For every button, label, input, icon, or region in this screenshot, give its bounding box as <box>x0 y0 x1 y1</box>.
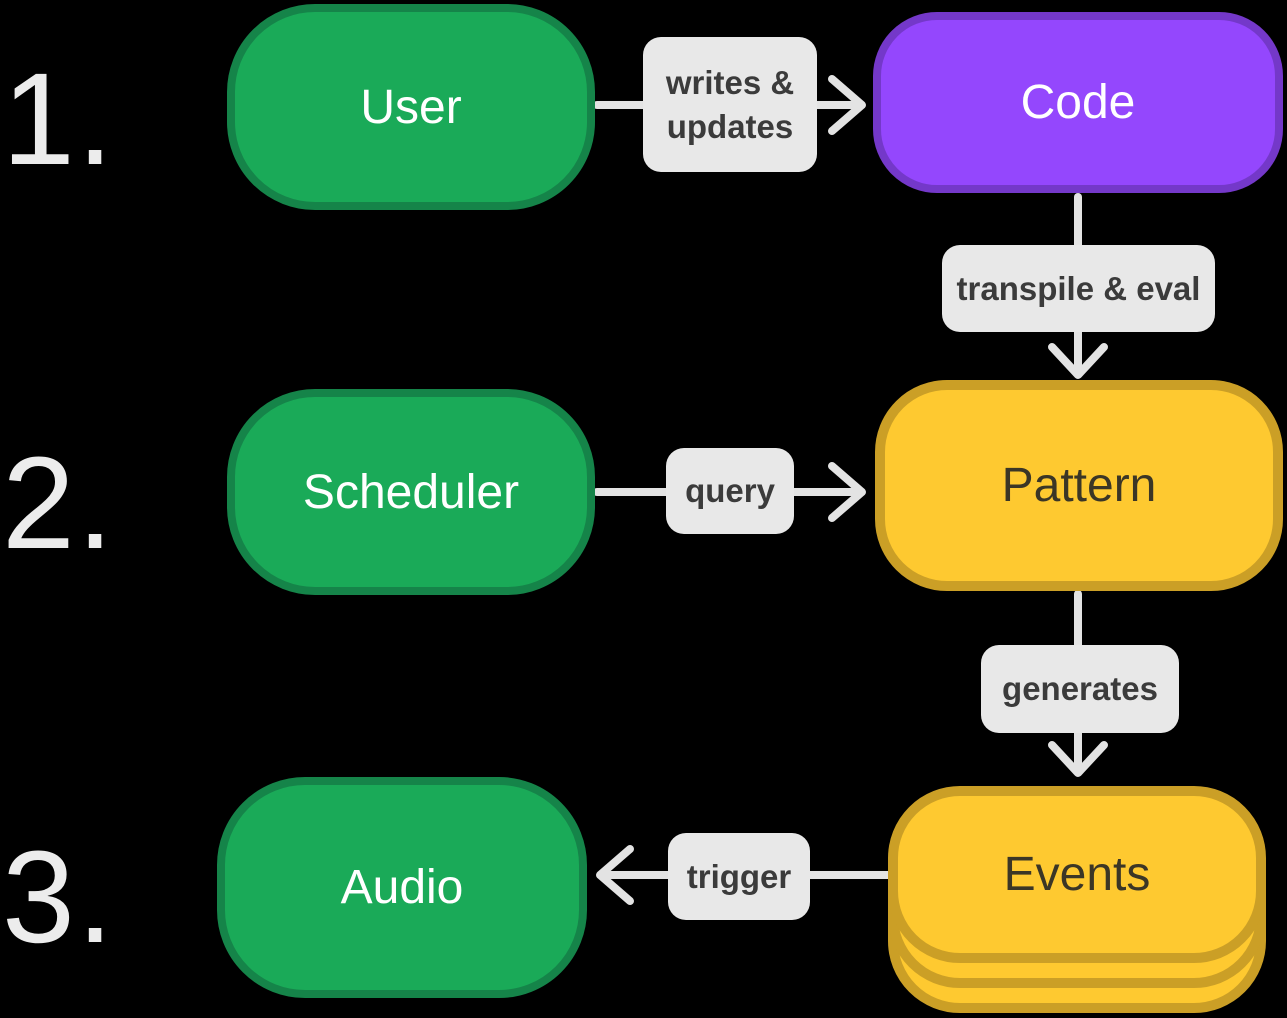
edge-label-trigger: trigger <box>668 833 810 920</box>
node-audio: Audio <box>217 777 587 998</box>
node-events-label: Events <box>1003 848 1151 901</box>
edge-label-writes-updates-line2: updates <box>666 107 794 145</box>
node-pattern: Pattern <box>875 380 1283 591</box>
edge-label-generates-text: generates <box>1002 670 1158 708</box>
node-scheduler: Scheduler <box>227 389 595 595</box>
edge-label-query: query <box>666 448 794 534</box>
node-code-label: Code <box>1020 76 1136 129</box>
edge-label-generates: generates <box>981 645 1179 733</box>
node-scheduler-label: Scheduler <box>302 465 520 519</box>
edge-label-writes-updates-line1: writes & <box>665 63 795 101</box>
edge-label-transpile-eval: transpile & eval <box>942 245 1215 332</box>
node-events: Events <box>888 786 1266 963</box>
edge-label-transpile-eval-text: transpile & eval <box>956 269 1201 307</box>
node-user-label: User <box>360 80 462 134</box>
node-code: Code <box>873 12 1283 193</box>
step-number-2: 2. <box>2 429 116 576</box>
node-user: User <box>227 4 595 210</box>
node-pattern-label: Pattern <box>1001 459 1157 512</box>
edge-label-trigger-text: trigger <box>686 857 792 895</box>
edge-label-writes-updates: writes & updates <box>643 37 817 172</box>
step-number-3: 3. <box>2 823 116 970</box>
node-audio-label: Audio <box>340 861 464 914</box>
step-number-1: 1. <box>2 45 116 192</box>
edge-label-query-text: query <box>685 472 775 510</box>
